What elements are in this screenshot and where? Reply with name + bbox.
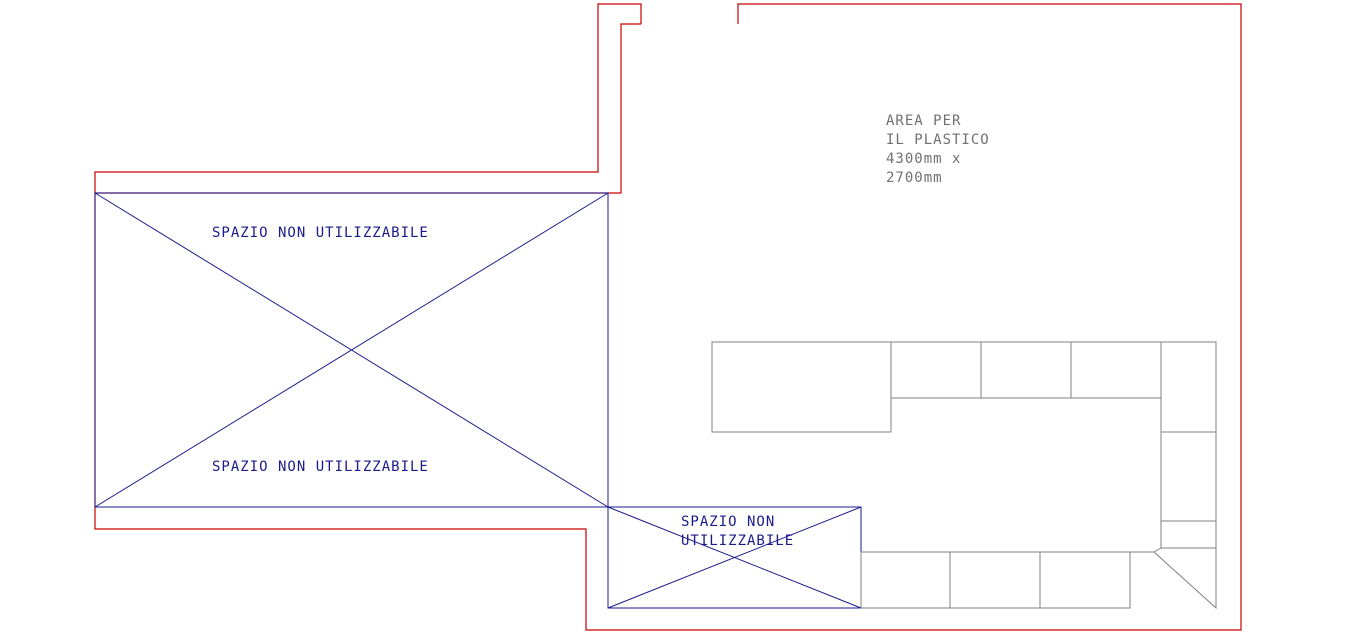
area-note-line2: IL PLASTICO: [886, 132, 990, 148]
area-note-line4: 2700mm: [886, 170, 943, 186]
module-bottom-2: [949, 551, 1041, 609]
unusable-label-bottom: SPAZIO NON UTILIZZABILE: [212, 459, 429, 475]
module-right-2: [1160, 431, 1217, 522]
module-right-3: [1160, 520, 1217, 549]
area-note-line3: 4300mm x: [886, 151, 961, 167]
module-bottom-1: [860, 551, 951, 609]
module-bottom-3: [1039, 551, 1131, 609]
module-corner: [1153, 548, 1217, 610]
module-top-1: [890, 341, 982, 399]
module-top-3: [1070, 341, 1162, 399]
area-note-line1: AREA PER: [886, 113, 961, 129]
unusable-label-top: SPAZIO NON UTILIZZABILE: [212, 225, 429, 241]
module-inner-edge: [861, 397, 1162, 553]
unusable-zone-large: [94, 192, 609, 508]
inner-wall: [95, 23, 641, 194]
unusable-label-small-line2: UTILIZZABILE: [681, 533, 794, 549]
storage-modules: [711, 341, 1217, 610]
unusable-label-small-line1: SPAZIO NON: [681, 514, 775, 530]
module-right-1: [1160, 341, 1217, 433]
outer-wall: [94, 3, 1242, 631]
walls: [94, 3, 1242, 631]
module-top-2: [980, 341, 1072, 399]
area-note: AREA PER IL PLASTICO 4300mm x 2700mm: [886, 113, 990, 186]
module-large: [711, 341, 892, 433]
